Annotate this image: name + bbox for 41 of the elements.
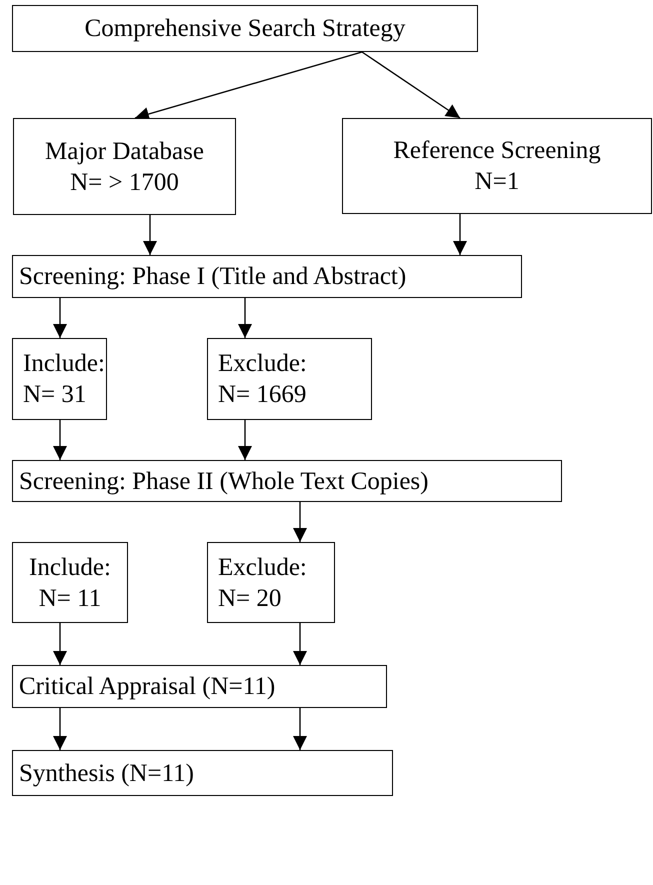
box-text: Major Database — [45, 136, 204, 166]
box-text: Synthesis (N=11) — [19, 758, 194, 788]
arrow — [238, 420, 252, 460]
process-box — [12, 542, 128, 623]
arrow — [143, 215, 157, 255]
box-text: Exclude: — [218, 552, 307, 582]
box-text: Exclude: — [218, 349, 307, 379]
box-text: Comprehensive Search Strategy — [84, 14, 406, 44]
box-text: Include: — [29, 552, 111, 582]
box-text: Screening: Phase I (Title and Abstract) — [19, 262, 406, 292]
arrow — [362, 51, 460, 119]
arrow — [453, 214, 467, 255]
process-box — [207, 542, 335, 623]
box-text: Reference Screening — [393, 136, 601, 166]
process-box — [13, 118, 236, 215]
process-box — [12, 665, 387, 708]
arrow — [293, 708, 307, 750]
process-box — [12, 255, 522, 298]
process-box — [12, 460, 562, 502]
box-text: N= 31 — [23, 380, 86, 410]
box-text: N= 11 — [38, 584, 102, 614]
box-text: Critical Appraisal (N=11) — [19, 672, 276, 702]
process-box — [12, 338, 107, 420]
arrow — [293, 623, 307, 665]
box-text: Include: — [23, 349, 105, 379]
arrow — [238, 298, 252, 338]
box-text: N=1 — [474, 167, 520, 197]
box-text: N= 1669 — [218, 380, 306, 410]
process-box — [342, 118, 652, 214]
process-box — [207, 338, 372, 420]
arrow — [293, 502, 307, 542]
box-text: N= > 1700 — [70, 168, 179, 198]
process-box — [12, 750, 393, 796]
process-box — [12, 5, 478, 52]
arrow — [53, 623, 67, 665]
arrow — [53, 420, 67, 460]
box-text: N= 20 — [218, 584, 282, 614]
box-text: Screening: Phase II (Whole Text Copies) — [19, 466, 428, 496]
arrow — [53, 298, 67, 338]
arrow — [134, 51, 362, 121]
arrow — [53, 708, 67, 750]
